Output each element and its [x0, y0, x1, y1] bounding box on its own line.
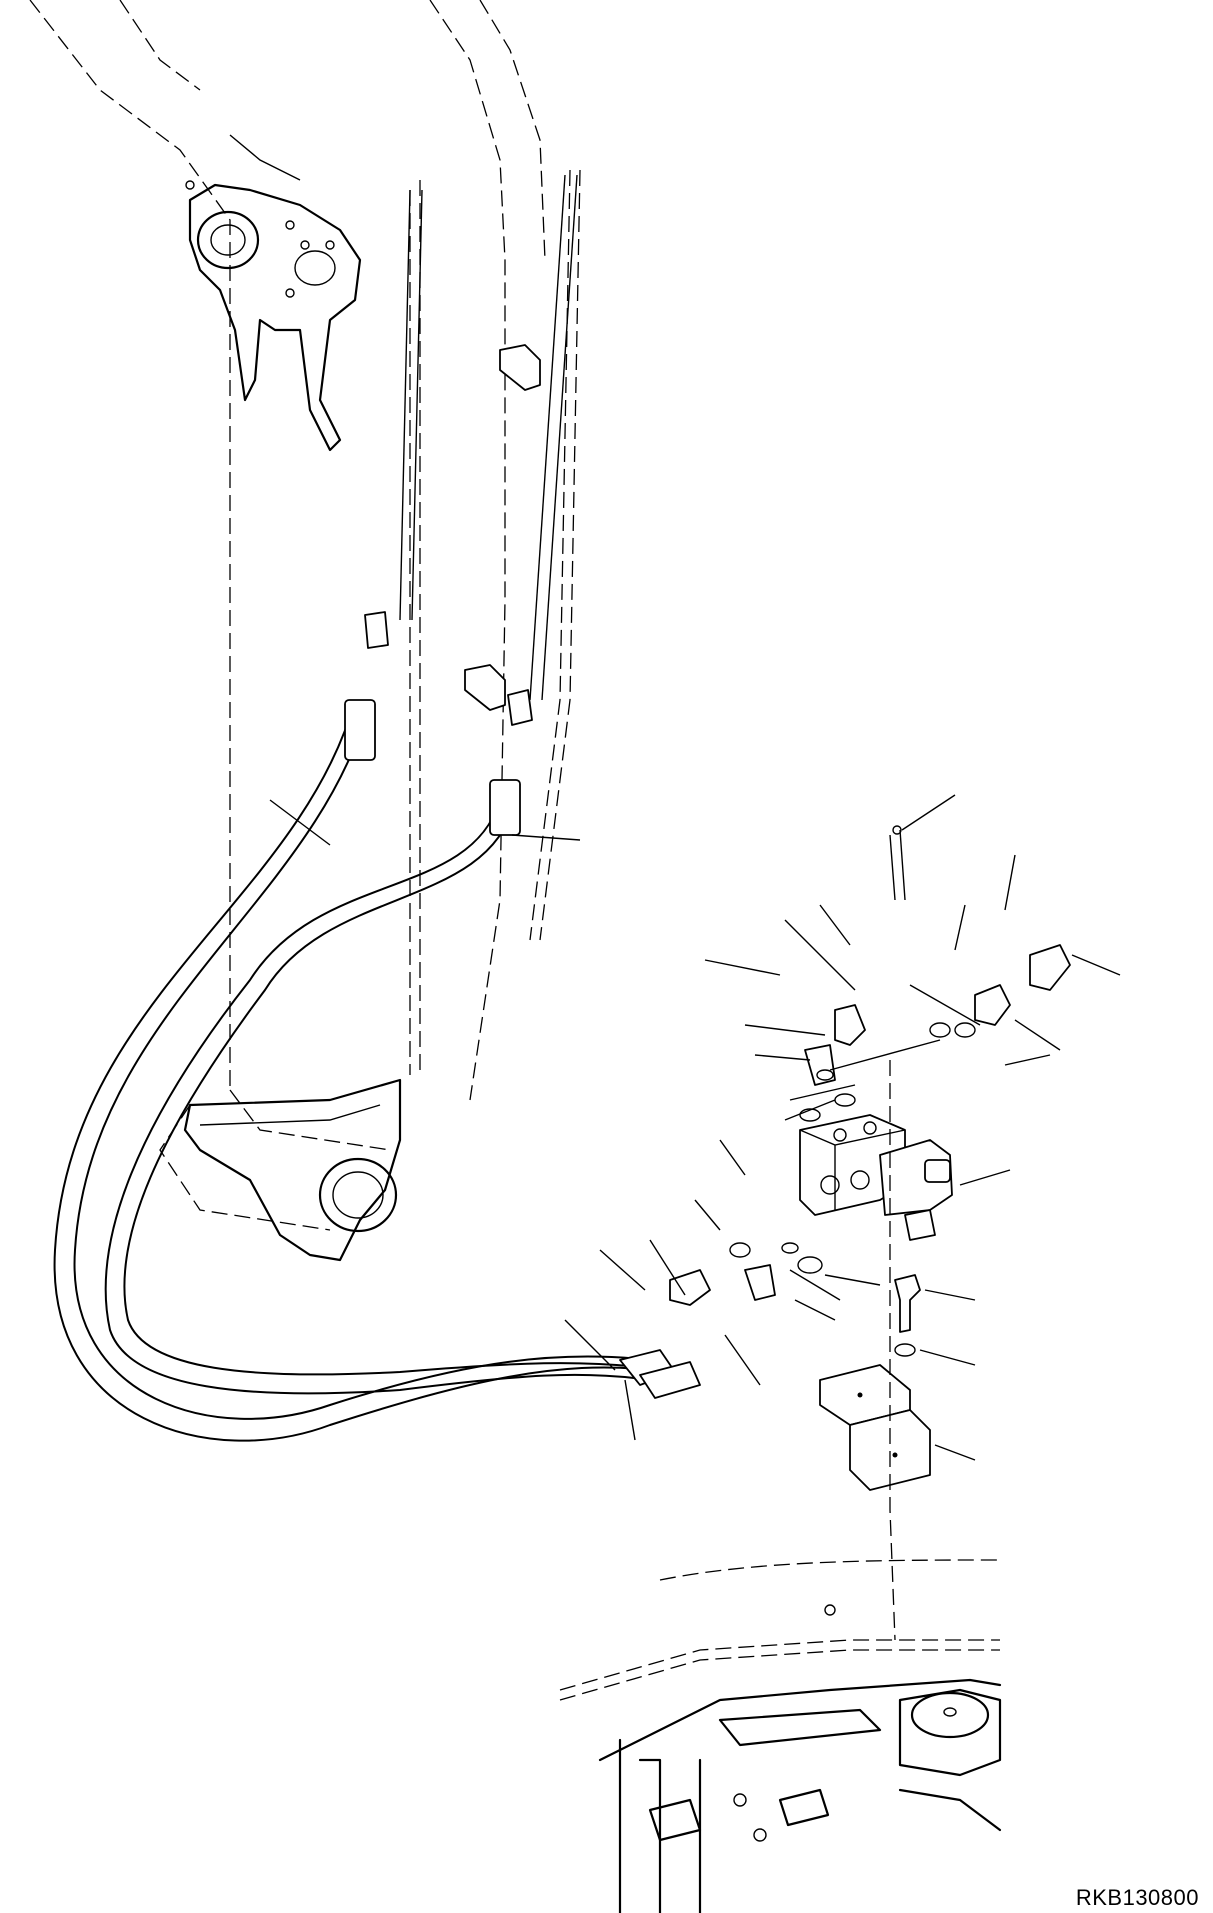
leader-lines	[269, 794, 1121, 1461]
arm-structure	[29, 0, 581, 1262]
valve-assembly	[669, 825, 1071, 1641]
chassis-base	[559, 1559, 1002, 1913]
drawing-reference-code: RKB130800	[1075, 1885, 1199, 1910]
hydraulic-hoses	[53, 699, 701, 1442]
